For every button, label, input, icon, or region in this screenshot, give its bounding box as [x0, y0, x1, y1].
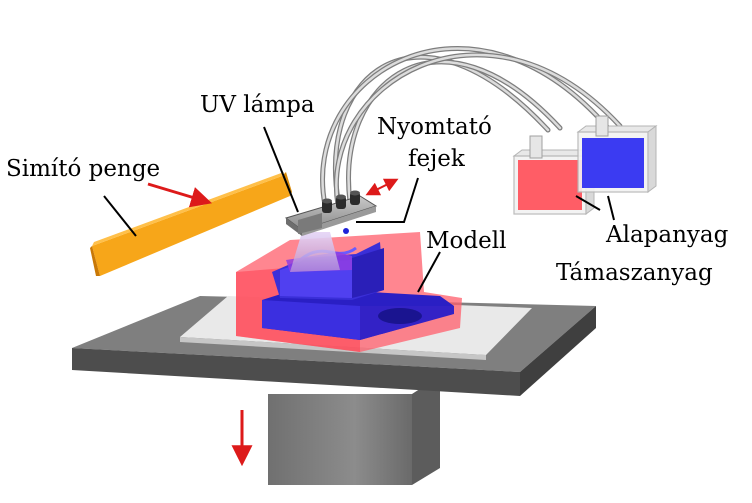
model-label: Modell — [426, 228, 507, 254]
head-motion-arrow — [365, 178, 399, 196]
base-material-label: Alapanyag — [606, 222, 729, 248]
print-heads-label-line2: fejek — [408, 146, 465, 172]
support-material-label: Támaszanyag — [556, 260, 713, 286]
printed-model — [236, 232, 462, 352]
base-material-cartridge — [576, 115, 658, 193]
uv-lamp-label: UV lámpa — [200, 92, 315, 118]
print-heads-label-line1: Nyomtató — [377, 114, 492, 140]
uv-light-beam — [290, 232, 340, 272]
recoater-blade-label: Simító penge — [6, 156, 161, 182]
support-material-cartridge — [512, 135, 596, 215]
leader-lines — [103, 126, 615, 293]
support-column — [268, 376, 440, 485]
feed-tubes — [320, 46, 623, 208]
print-head-assembly — [284, 190, 378, 236]
blade-motion-arrow — [147, 182, 213, 208]
